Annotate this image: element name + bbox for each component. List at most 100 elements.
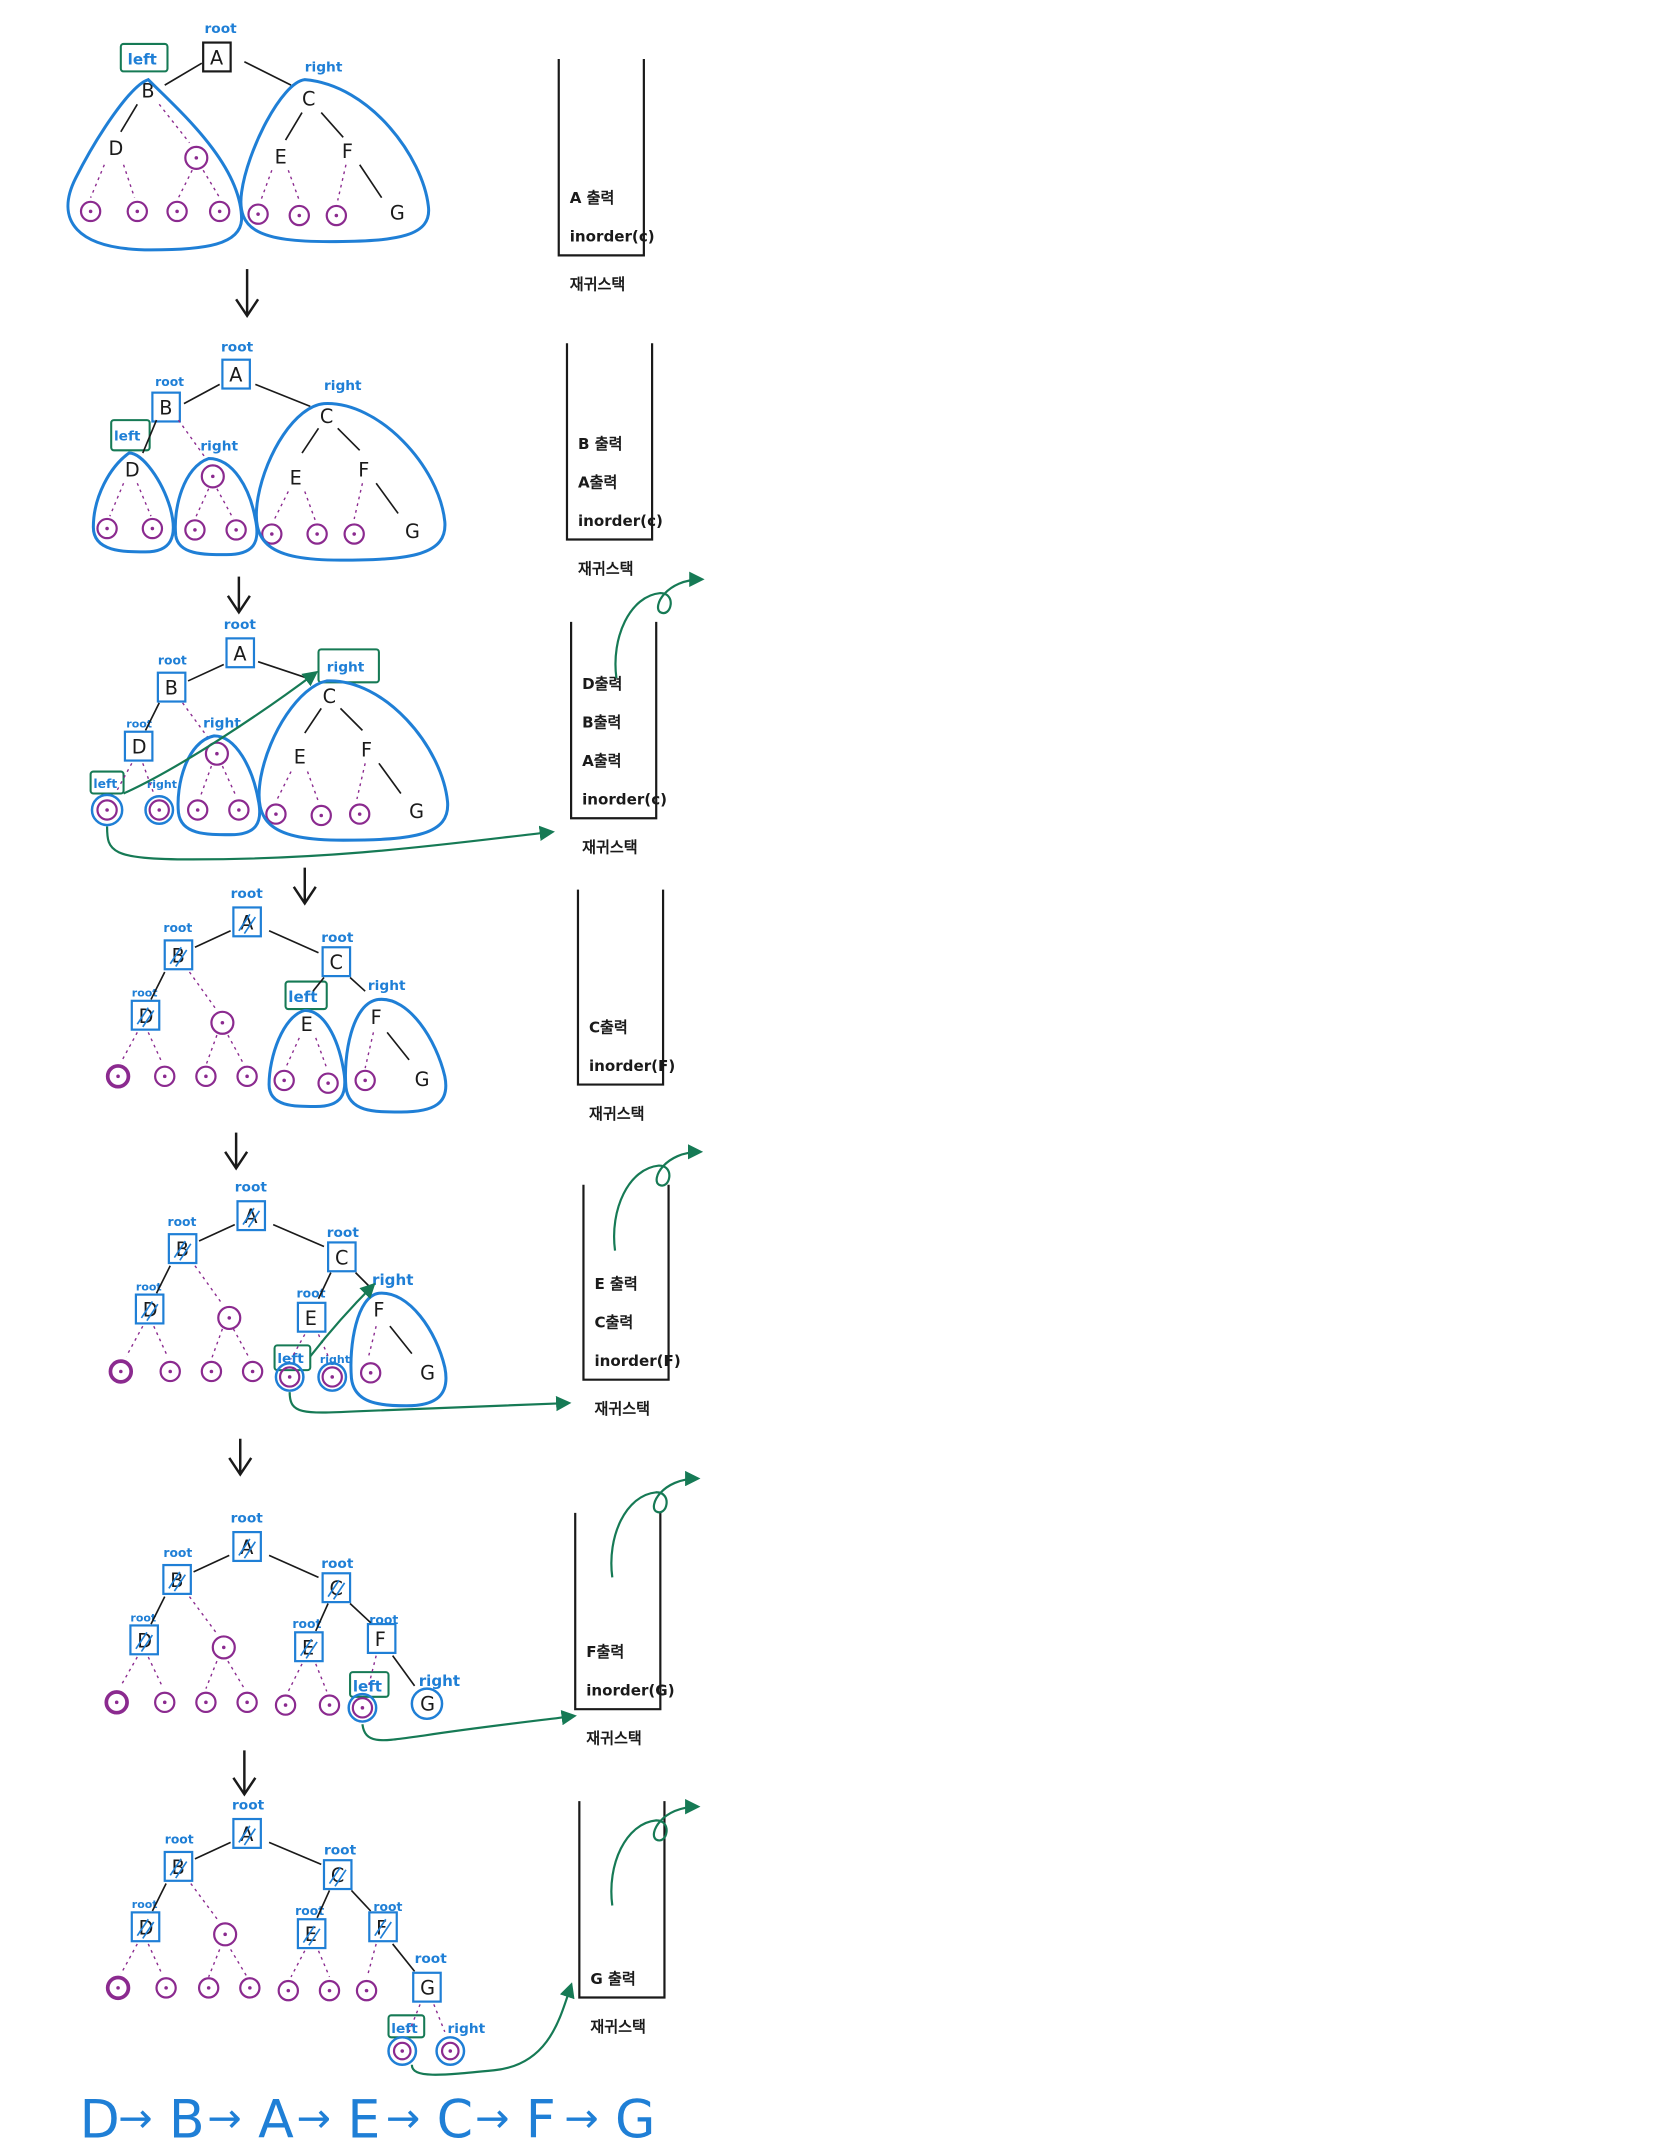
root-label: root — [205, 21, 238, 37]
visited-hatch — [247, 1210, 261, 1228]
node-g: G — [420, 1362, 435, 1385]
node-c: C — [323, 685, 336, 708]
visited-hatch — [136, 1918, 149, 1937]
root-label: root — [415, 1951, 448, 1967]
node-f: F — [342, 140, 353, 163]
null-node-icon — [126, 200, 148, 223]
visited-hatch — [140, 1634, 154, 1652]
root-label: root — [163, 921, 192, 935]
node-a: A — [240, 911, 253, 934]
null-node-dot — [168, 1369, 173, 1374]
edge-line — [187, 663, 225, 682]
stack-item: F출력 — [586, 1643, 624, 1661]
visited-hatch — [175, 1861, 188, 1879]
null-node-icon — [148, 799, 170, 821]
null-node-dot — [194, 156, 199, 160]
node-d: D — [137, 1629, 152, 1652]
current-label-box — [119, 42, 169, 73]
edge-line — [232, 1328, 251, 1360]
visited-hatch — [299, 1638, 313, 1657]
node-g: G — [405, 520, 420, 543]
edge-line — [268, 930, 319, 954]
null-node-icon — [107, 1977, 129, 1999]
subtree-outline — [349, 1291, 448, 1408]
left-label: left — [128, 51, 157, 69]
edge-line — [354, 1272, 372, 1289]
null-node-dot — [193, 528, 197, 532]
edge-line — [150, 1596, 166, 1625]
edge-line — [122, 164, 136, 198]
node-b: B — [165, 677, 178, 700]
highlight-ring — [410, 1687, 444, 1721]
visited-hatch — [327, 1579, 340, 1598]
subtree-outline — [176, 734, 262, 837]
null-node-icon — [107, 1065, 129, 1088]
stack-pop-arrow — [610, 1470, 701, 1578]
node-c: C — [331, 1864, 344, 1887]
null-node-icon — [195, 1691, 217, 1714]
right-label: right — [327, 659, 365, 675]
null-node-dot — [334, 213, 339, 218]
node-f: F — [358, 458, 369, 481]
null-node-icon — [197, 1977, 220, 1999]
null-node-icon — [228, 799, 250, 821]
edge-line — [151, 1883, 167, 1912]
node-g: G — [390, 202, 405, 225]
visited-hatch — [332, 1582, 346, 1600]
edge-line — [315, 1037, 328, 1069]
edge-line — [316, 1890, 331, 1919]
edge-line — [433, 2004, 446, 2033]
stack-item: B출력 — [582, 714, 621, 732]
root-label: root — [163, 1546, 192, 1560]
edge-line — [89, 164, 105, 198]
call-arrow — [123, 670, 319, 795]
null-node-dot — [368, 1371, 373, 1375]
null-node-dot — [237, 808, 241, 812]
visited-hatch — [379, 1921, 392, 1939]
subtree-outline — [343, 997, 448, 1114]
null-node-icon — [325, 204, 348, 227]
null-node-dot — [164, 1986, 168, 1990]
edge-line — [257, 660, 308, 679]
edge-line — [367, 1326, 377, 1360]
null-node-icon — [211, 1635, 236, 1660]
right-label: right — [372, 1271, 413, 1289]
stack-caption: 재귀스택 — [582, 839, 638, 857]
null-node-dot — [363, 1078, 367, 1083]
node-b: B — [172, 1856, 185, 1879]
edge-line — [208, 1949, 221, 1978]
null-node-icon — [321, 1366, 343, 1388]
result-arrow-icon: → — [118, 2094, 153, 2142]
node-box — [232, 1817, 262, 1849]
edge-line — [142, 763, 155, 794]
node-box — [296, 1918, 327, 1950]
null-node-dot — [116, 1074, 120, 1079]
edge-line — [273, 491, 289, 520]
node-d: D — [125, 458, 140, 481]
edge-line — [188, 971, 218, 1011]
edge-line — [312, 976, 325, 992]
edge-line — [227, 1660, 245, 1689]
null-node-dot — [360, 1706, 365, 1710]
edge-line — [221, 765, 237, 797]
result-arrow-icon: → — [475, 2094, 510, 2142]
current-null-ring — [274, 1362, 305, 1392]
visited-hatch — [168, 1571, 181, 1589]
null-node-dot — [256, 212, 260, 216]
null-node-icon — [317, 1072, 339, 1094]
stack-item: inorder(c) — [582, 790, 667, 808]
stack-pop-arrow — [613, 1144, 704, 1251]
stack-outline — [570, 621, 658, 820]
visited-hatch — [242, 1207, 255, 1226]
visited-hatch — [169, 1858, 182, 1876]
edge-line — [287, 170, 300, 201]
null-node-dot — [211, 474, 215, 479]
stack-outline — [565, 343, 654, 541]
result-node: F — [526, 2091, 556, 2151]
